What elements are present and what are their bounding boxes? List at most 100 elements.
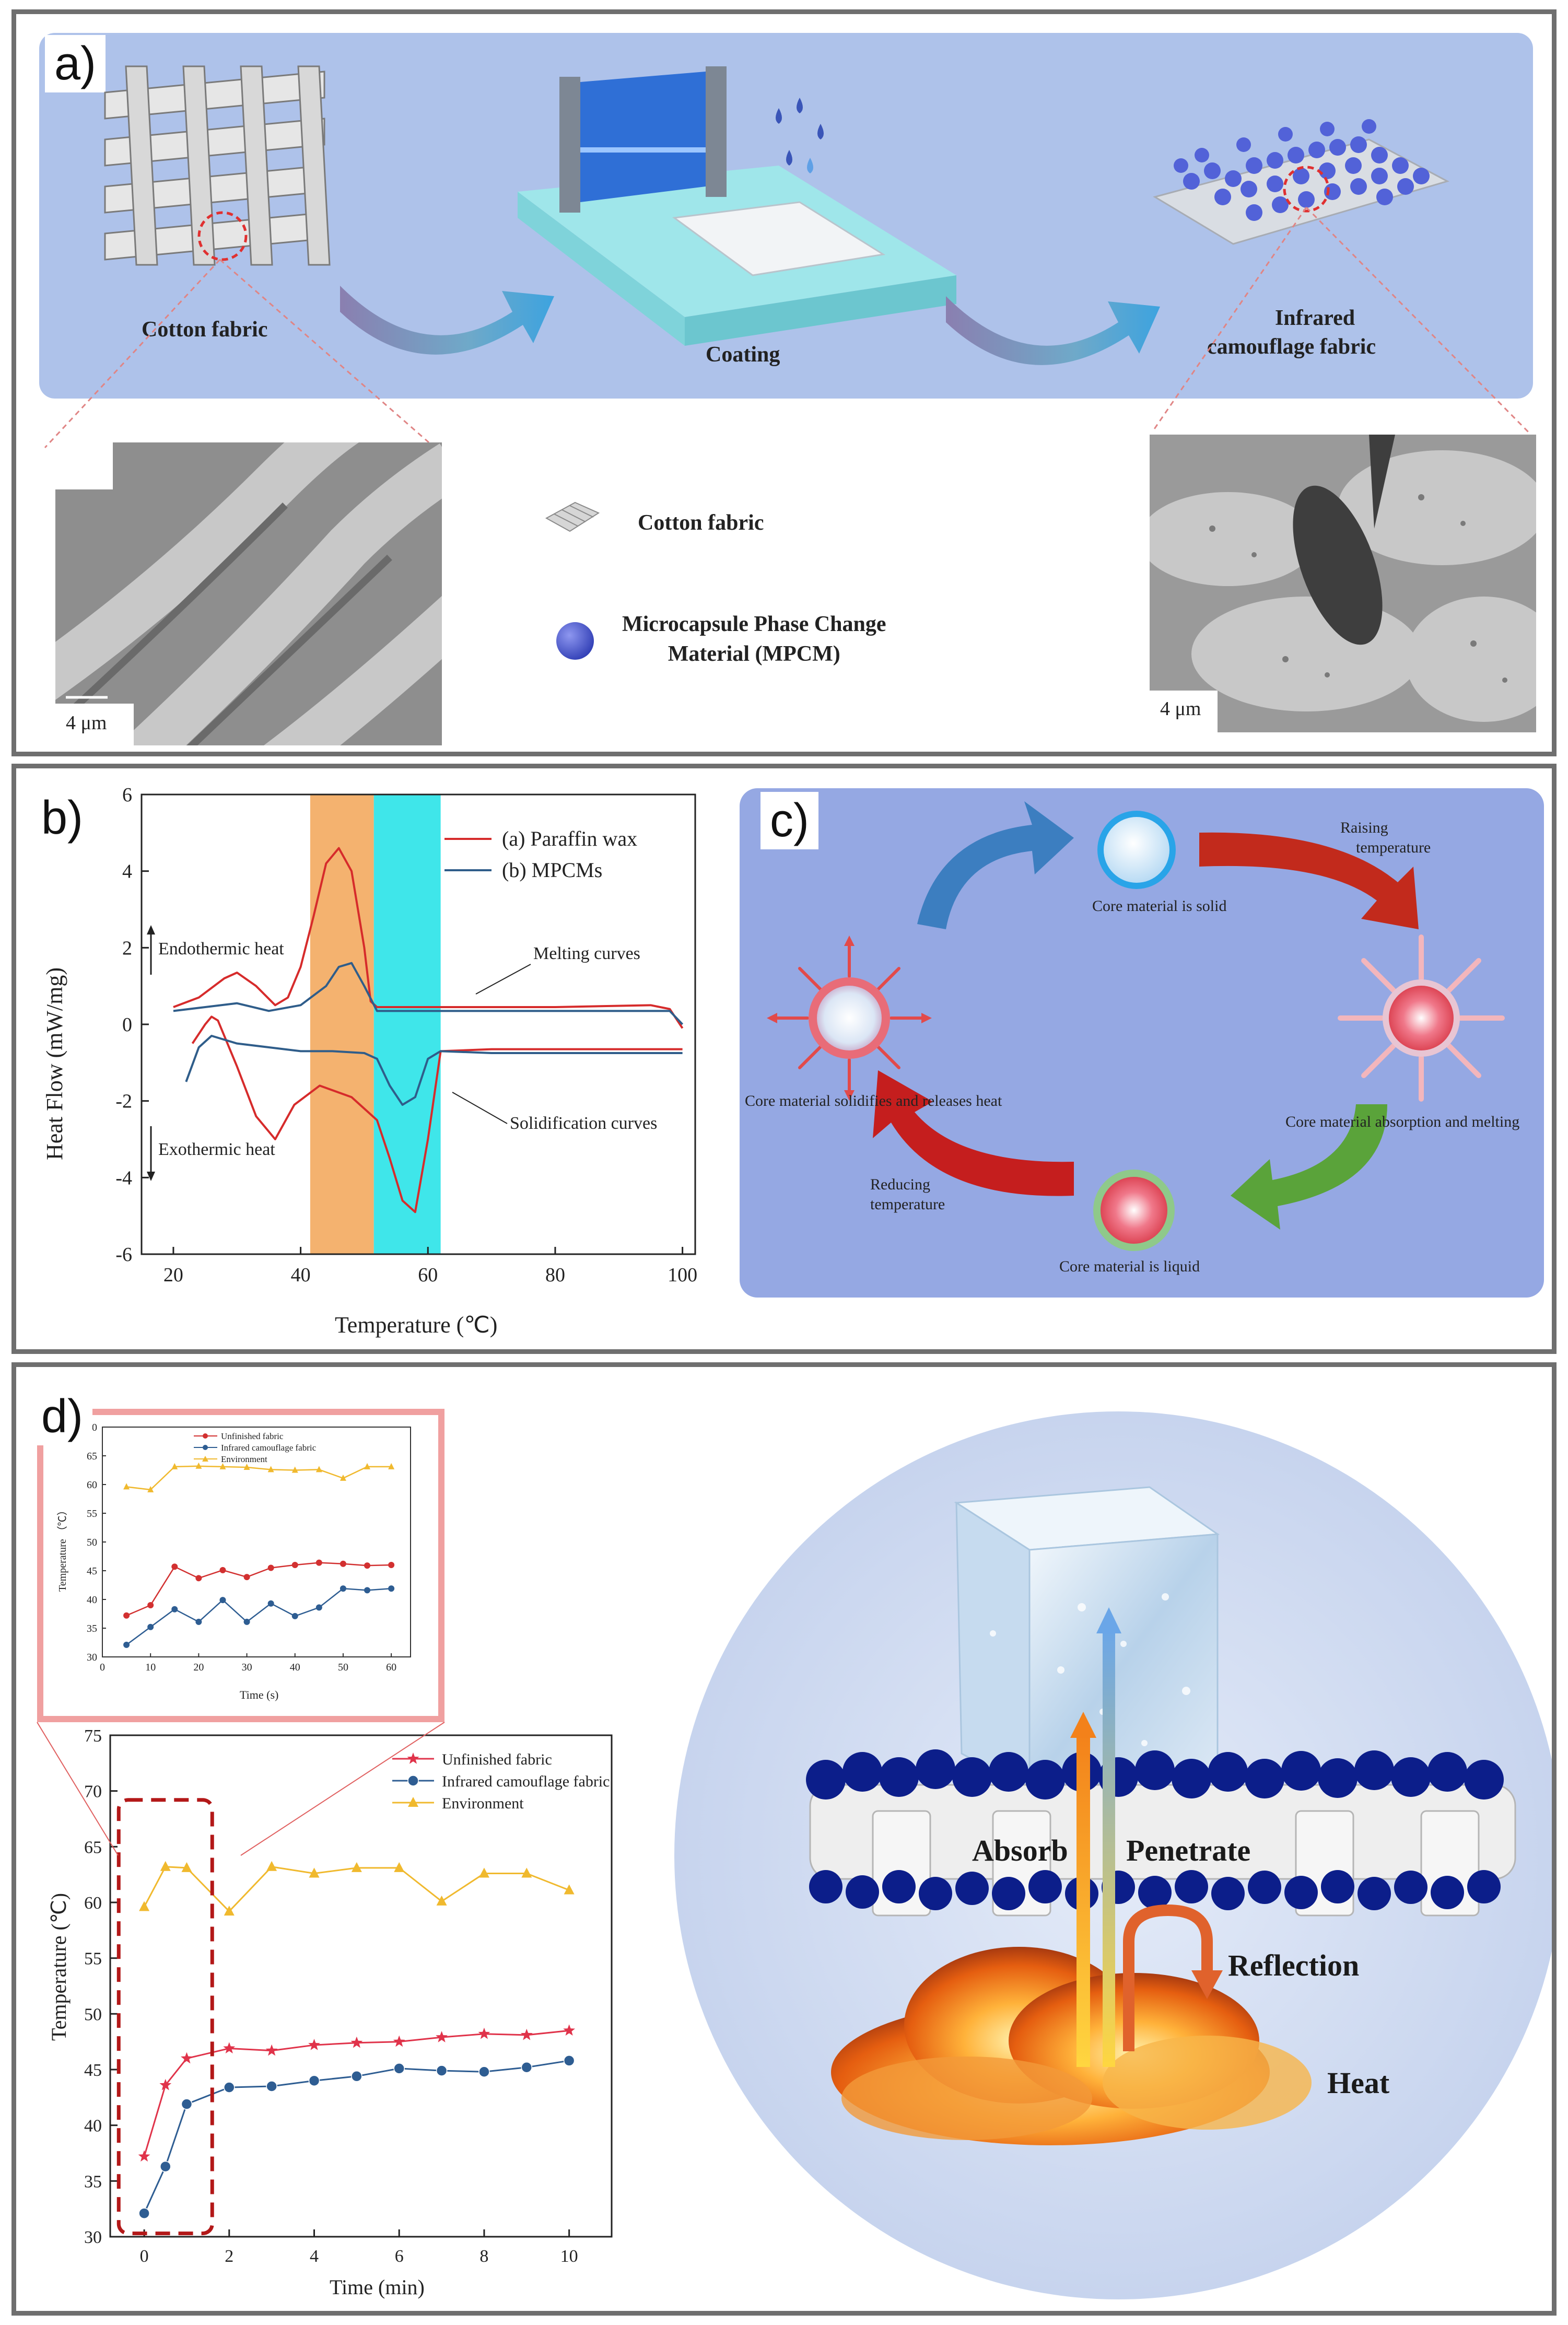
- annot-melting: Melting curves: [533, 944, 640, 963]
- zoom-box: [116, 1798, 214, 2236]
- inset-data-point: [243, 1464, 250, 1470]
- x-tick-label: 20: [163, 1264, 183, 1286]
- annot-endothermic: Endothermic heat: [158, 939, 284, 959]
- inset-data-point: [147, 1486, 154, 1492]
- main-plot-frame: [109, 1734, 613, 2238]
- word-reflection: Reflection: [1228, 1948, 1359, 1982]
- arrow-blue-up: [917, 801, 1074, 929]
- panel-c-diagram: Core material is solid Raising temperatu…: [745, 801, 1519, 1275]
- inset-data-point: [340, 1474, 346, 1481]
- y-tick-label: 45: [87, 1565, 97, 1577]
- arrow-green-down: [1231, 1104, 1387, 1230]
- y-tick-label: 70: [84, 1782, 102, 1802]
- inset-y-label: Temperature （℃）: [56, 1505, 68, 1592]
- inset-data-point: [147, 1602, 154, 1608]
- y-tick-label: 6: [122, 784, 132, 806]
- legend-label-mpcms: (b) MPCMs: [502, 858, 602, 882]
- x-tick-label: 2: [225, 2247, 233, 2266]
- inset-data-point: [388, 1585, 395, 1592]
- series-line-2: [143, 2060, 569, 2214]
- data-point-3: [224, 1906, 235, 1916]
- label-reducing-line2: temperature: [870, 1196, 945, 1213]
- word-absorb: Absorb: [972, 1833, 1068, 1867]
- legend-mpcm-label: Microcapsule Phase Change Material (MPCM…: [622, 610, 886, 669]
- inset-series-line-2: [126, 1587, 392, 1645]
- label-core-liquid: Core material is liquid: [1059, 1258, 1200, 1275]
- panel-b-label: b): [32, 789, 93, 847]
- y-tick-label: 40: [87, 1594, 97, 1606]
- series-line-4: [185, 1035, 683, 1106]
- x-tick-label: 40: [291, 1264, 311, 1286]
- data-point-6: [351, 1862, 362, 1872]
- y-tick-label: 50: [84, 2005, 102, 2024]
- y-tick-label: -4: [115, 1167, 132, 1189]
- core-liquid-icon: [1101, 1177, 1167, 1244]
- main-y-label: Temperature (℃): [47, 1893, 71, 2041]
- data-point-10: [521, 1867, 532, 1878]
- series-line-1: [143, 2029, 569, 2157]
- inset-data-point: [340, 1560, 346, 1567]
- main-x-label: Time (min): [330, 2275, 425, 2299]
- x-tick-label: 0: [100, 1662, 105, 1673]
- data-point-9: [478, 2027, 490, 2039]
- x-tick-label: 80: [545, 1264, 565, 1286]
- inset-frame: [37, 1409, 444, 1722]
- data-point-9: [478, 1867, 489, 1878]
- legend-label-1: Unfinished fabric: [442, 1751, 552, 1768]
- data-point-2: [181, 1862, 192, 1872]
- inset-data-point: [123, 1483, 130, 1490]
- data-point-6: [350, 2036, 363, 2048]
- inset-legend-label-3: Environment: [221, 1454, 267, 1464]
- data-point-1: [160, 2160, 171, 2172]
- step-infrared-label: Infrared camouflage fabric: [1207, 304, 1376, 361]
- data-point-7: [394, 1862, 405, 1872]
- inset-data-point: [123, 1641, 130, 1648]
- y-tick-label: 55: [87, 1508, 97, 1520]
- label-reducing-line1: Reducing: [870, 1176, 930, 1193]
- data-point-legend-0: [407, 1752, 419, 1764]
- y-tick-label: 45: [84, 2061, 102, 2080]
- annot-exothermic: Exothermic heat: [158, 1140, 275, 1159]
- absorb-arrowhead: [1070, 1712, 1096, 1738]
- data-point-4: [266, 2081, 277, 2092]
- legend-mpcm-line2: Material (MPCM): [668, 641, 840, 666]
- inset-data-point: [291, 1466, 298, 1473]
- inset-connectors: [37, 1722, 445, 1856]
- sem-image-left: [55, 442, 442, 745]
- legend-cotton-label: Cotton fabric: [638, 511, 764, 535]
- label-absorb-melting: Core material absorption and melting: [1285, 1113, 1519, 1130]
- zoom-lines: [44, 206, 1532, 449]
- y-tick-label: -6: [115, 1244, 132, 1266]
- data-point-5: [309, 1867, 320, 1878]
- data-point-8: [436, 2031, 448, 2042]
- series-line-3: [143, 1866, 570, 1913]
- arrow-red-raising: [1199, 832, 1419, 929]
- inset-data-point: [267, 1564, 274, 1571]
- sem-left-scale-label: 4 μm: [66, 712, 107, 734]
- inset-data-point: [219, 1597, 226, 1604]
- inset-data-point: [171, 1606, 178, 1613]
- core-releasing-icon: [767, 936, 932, 1101]
- inset-data-point: [195, 1462, 202, 1469]
- inset-data-point: [219, 1567, 226, 1573]
- inset-data-point: [388, 1463, 395, 1469]
- inset-series-line-3: [126, 1465, 392, 1491]
- core-absorbing-icon: [1338, 934, 1505, 1102]
- data-point-10: [520, 2028, 533, 2040]
- inset-data-point: [243, 1618, 250, 1625]
- y-axis-label: Heat Flow (mW/mg): [42, 967, 67, 1160]
- legend-label-3: Environment: [442, 1795, 524, 1812]
- arrow-red-reducing: [873, 1070, 1074, 1196]
- inset-data-point: [195, 1575, 202, 1582]
- y-tick-label: 30: [84, 2228, 102, 2247]
- data-point-11: [563, 2024, 576, 2036]
- y-tick-label: 50: [87, 1537, 97, 1548]
- x-tick-label: 4: [310, 2247, 319, 2266]
- data-point-1: [159, 2078, 172, 2090]
- data-point-11: [564, 1884, 575, 1895]
- x-tick-label: 10: [145, 1662, 156, 1673]
- legend-label-paraffin: (a) Paraffin wax: [502, 827, 637, 850]
